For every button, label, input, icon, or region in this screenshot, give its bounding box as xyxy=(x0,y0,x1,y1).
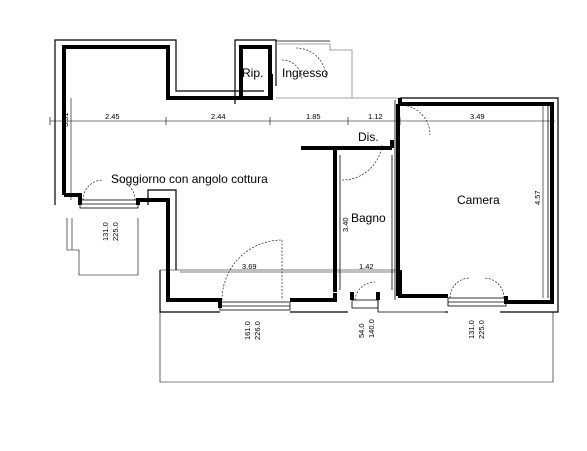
dim-top-4: 1.12 xyxy=(368,112,383,121)
win-camera-w: 131.0 xyxy=(467,320,476,339)
label-camera: Camera xyxy=(457,193,500,207)
dim-top-5: 3.49 xyxy=(470,112,485,121)
win-sogg-w: 161.0 xyxy=(243,321,252,340)
label-bagno: Bagno xyxy=(351,211,386,225)
win-bagno-w: 54.0 xyxy=(357,323,366,338)
dim-bagno-height: 3.40 xyxy=(341,217,350,232)
dim-bottom-1: 3.69 xyxy=(242,262,257,271)
dimension-lines xyxy=(49,98,555,298)
windows xyxy=(79,199,507,311)
doors xyxy=(82,47,505,301)
dim-top-2: 2.44 xyxy=(211,112,226,121)
win-bagno-h: 140.0 xyxy=(367,319,376,338)
label-ingresso: Ingresso xyxy=(282,66,328,80)
window-labels: 131.0 225.0 161.0 226.0 54.0 140.0 131.0… xyxy=(101,222,486,340)
dim-top-1: 2.45 xyxy=(105,112,120,121)
dim-top-3: 1.85 xyxy=(306,112,321,121)
dim-right-height: 4.57 xyxy=(533,190,542,205)
win-sogg-h: 226.0 xyxy=(253,321,262,340)
dimension-labels: 2.45 2.44 1.85 1.12 3.49 3.51 4.57 3.40 … xyxy=(61,112,542,271)
win-left-w: 131.0 xyxy=(101,222,110,241)
label-disimpegno: Dis. xyxy=(358,130,379,144)
room-labels: Rip. Ingresso Dis. Soggiorno con angolo … xyxy=(111,66,500,225)
win-camera-h: 225.0 xyxy=(477,320,486,339)
dim-bottom-2: 1.42 xyxy=(359,262,374,271)
win-left-h: 225.0 xyxy=(111,222,120,241)
label-ripostiglio: Rip. xyxy=(242,66,263,80)
interior-walls xyxy=(301,100,400,300)
label-soggiorno: Soggiorno con angolo cottura xyxy=(111,172,268,186)
dim-left-height: 3.51 xyxy=(61,112,70,127)
balcony xyxy=(66,218,554,383)
